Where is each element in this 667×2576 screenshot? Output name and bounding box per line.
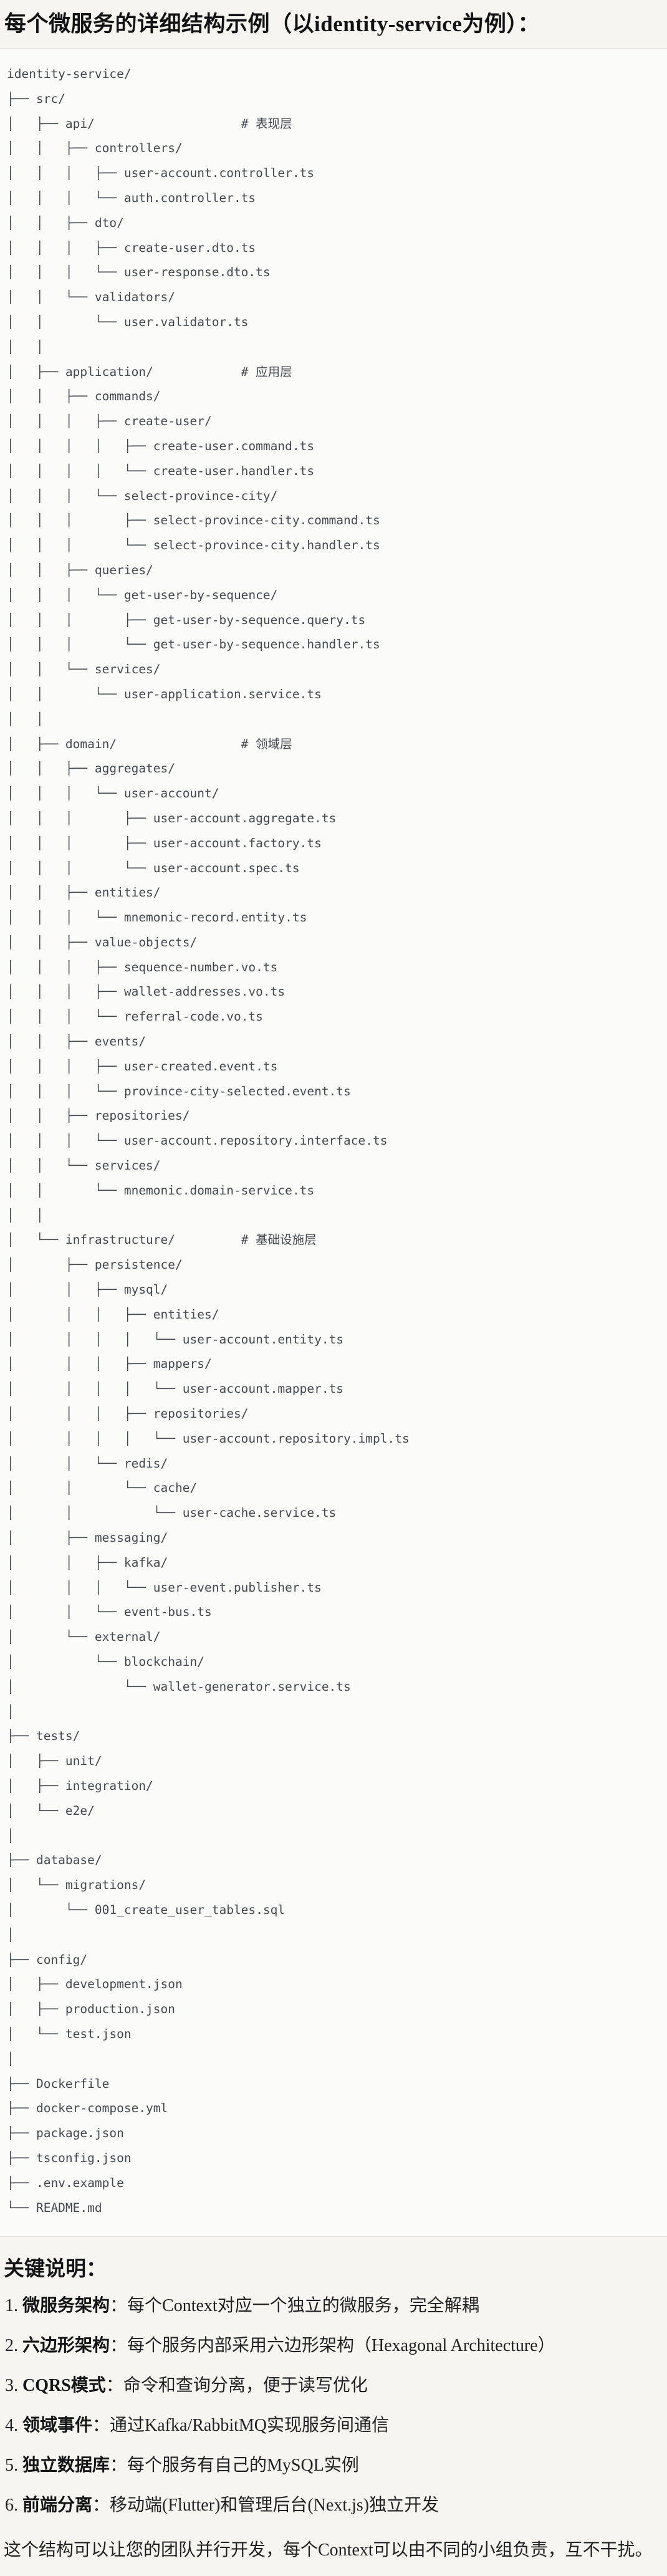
page-title: 每个微服务的详细结构示例（以identity-service为例）：	[4, 12, 540, 36]
note-number: 5.	[5, 2456, 18, 2476]
note-separator: ：	[110, 2456, 128, 2476]
note-number: 2.	[5, 2336, 18, 2356]
note-item-5: 5.独立数据库：每个服务有自己的MySQL实例	[5, 2454, 661, 2477]
note-separator: ：	[110, 2296, 128, 2316]
note-number: 6.	[5, 2496, 18, 2516]
note-label: 微服务架构	[22, 2296, 110, 2316]
note-separator: ：	[110, 2336, 128, 2356]
note-item-6: 6.前端分离：移动端(Flutter)和管理后台(Next.js)独立开发	[5, 2494, 661, 2517]
code-block: identity-service/ ├── src/ │ ├── api/ # …	[0, 48, 667, 2237]
note-label: CQRS模式	[22, 2376, 106, 2396]
note-label: 前端分离	[22, 2496, 93, 2516]
note-description: 每个服务有自己的MySQL实例	[127, 2456, 359, 2476]
note-number: 1.	[5, 2296, 18, 2316]
note-item-4: 4.领域事件：通过Kafka/RabbitMQ实现服务间通信	[5, 2414, 661, 2438]
closing-paragraph: 这个结构可以让您的团队并行开发，每个Context可以由不同的小组负责，互不干扰…	[4, 2540, 653, 2560]
document-header: 每个微服务的详细结构示例（以identity-service为例）：	[0, 0, 667, 48]
note-separator: ：	[105, 2376, 123, 2396]
note-description: 移动端(Flutter)和管理后台(Next.js)独立开发	[110, 2496, 439, 2516]
note-item-1: 1.微服务架构：每个Context对应一个独立的微服务，完全解耦	[5, 2294, 661, 2318]
note-label: 独立数据库	[22, 2456, 110, 2476]
note-separator: ：	[92, 2496, 110, 2516]
note-number: 3.	[5, 2376, 18, 2396]
note-description: 命令和查询分离，便于读写优化	[123, 2376, 368, 2396]
note-number: 4.	[5, 2416, 18, 2436]
note-description: 每个服务内部采用六边形架构（Hexagonal Architecture）	[127, 2336, 555, 2356]
note-label: 领域事件	[22, 2416, 93, 2436]
note-description: 每个Context对应一个独立的微服务，完全解耦	[127, 2296, 479, 2316]
note-item-3: 3.CQRS模式：命令和查询分离，便于读写优化	[5, 2374, 661, 2398]
key-notes-section: 关键说明： 1.微服务架构：每个Context对应一个独立的微服务，完全解耦 2…	[0, 2237, 667, 2576]
note-separator: ：	[92, 2416, 110, 2436]
note-label: 六边形架构	[22, 2336, 110, 2356]
key-notes-heading: 关键说明：	[4, 2258, 107, 2281]
note-item-2: 2.六边形架构：每个服务内部采用六边形架构（Hexagonal Architec…	[5, 2334, 661, 2358]
directory-tree: identity-service/ ├── src/ │ ├── api/ # …	[7, 67, 410, 2215]
note-description: 通过Kafka/RabbitMQ实现服务间通信	[110, 2416, 389, 2436]
